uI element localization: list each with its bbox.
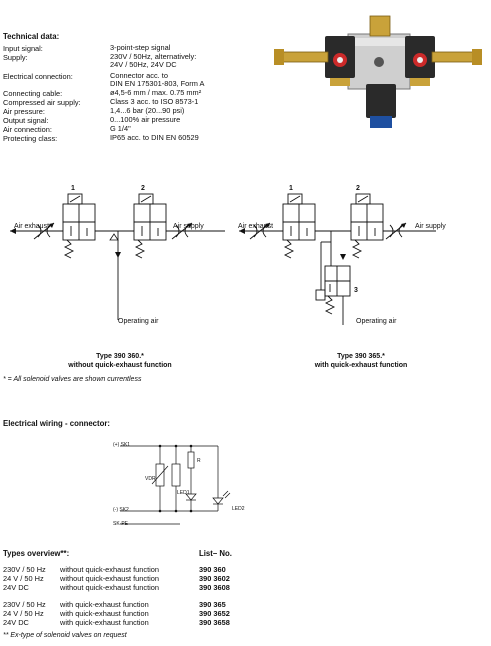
currentless-note: * = All solenoid valves are shown curren…: [3, 376, 142, 383]
left-air-supply-label: Air supply: [173, 223, 204, 230]
tech-row-protecting-class: Protecting class: IP65 acc. to DIN EN 60…: [3, 133, 199, 143]
types-list-heading: List– No.: [199, 549, 232, 558]
product-photo: [274, 15, 482, 128]
tech-row-electrical-connection: Electrical connection: Connector acc. to…: [3, 71, 205, 88]
wiring-heading: Electrical wiring - connector:: [3, 419, 111, 428]
tech-row-compressed-air: Compressed air supply: Class 3 acc. to I…: [3, 97, 199, 107]
wiring-sk2: (-) SK2: [113, 507, 129, 513]
types-row: 230V / 50 Hz without quick-exhaust funct…: [3, 565, 226, 574]
wiring-r: R: [197, 458, 201, 464]
types-row: 24 V / 50 Hz with quick-exhaust function…: [3, 609, 230, 618]
types-row: 24V DC with quick-exhaust function 390 3…: [3, 618, 230, 627]
tech-row-output-signal: Output signal: 0...100% air pressure: [3, 115, 181, 125]
types-footnote: ** Ex-type of solenoid valves on request: [3, 632, 127, 639]
tech-row-input-signal: Input signal: 3-point-step signal: [3, 43, 171, 53]
tech-row-supply: Supply: 230V / 50Hz, alternatively: 24V …: [3, 52, 197, 69]
right-valve2-label: 2: [356, 185, 360, 192]
technical-heading: Technical data:: [3, 32, 60, 41]
tech-row-air-pressure: Air pressure: 1,4...6 bar (20...90 psi): [3, 106, 185, 116]
types-heading: Types overview**:: [3, 549, 70, 558]
tech-row-connecting-cable: Connecting cable: ø4,5-6 mm / max. 0.75 …: [3, 88, 202, 98]
right-valve3-label: 3: [354, 287, 358, 294]
pneumatic-diagram-left: [10, 193, 225, 320]
right-valve1-label: 1: [289, 185, 293, 192]
pneumatic-diagram-right: [239, 193, 436, 325]
right-caption: Type 390 365.* with quick-exhaust functi…: [314, 353, 408, 369]
types-row: 24V DC without quick-exhaust function 39…: [3, 583, 230, 592]
left-valve2-label: 2: [141, 185, 145, 192]
left-valve1-label: 1: [71, 185, 75, 192]
right-air-supply-label: Air supply: [415, 223, 446, 230]
right-air-exhaust-label: Air exhaust: [238, 223, 274, 230]
wiring-skpe: SK-PE: [113, 521, 129, 527]
left-caption: Type 390 360.* without quick-exhaust fun…: [68, 353, 172, 369]
wiring-led1: LED1: [177, 490, 190, 496]
types-row: 24 V / 50 Hz without quick-exhaust funct…: [3, 574, 230, 583]
left-air-exhaust-label: Air exhaust: [14, 223, 50, 230]
tech-row-air-connection: Air connection: G 1/4": [3, 124, 131, 134]
types-row: 230V / 50 Hz with quick-exhaust function…: [3, 600, 226, 609]
wiring-diagram: [120, 444, 231, 525]
left-operating-air-label: Operating air: [118, 318, 159, 325]
right-operating-air-label: Operating air: [356, 318, 397, 325]
wiring-sk1: (+) SK1: [113, 442, 131, 448]
wiring-vdr: VDR: [145, 476, 156, 482]
wiring-led2: LED2: [232, 506, 245, 512]
